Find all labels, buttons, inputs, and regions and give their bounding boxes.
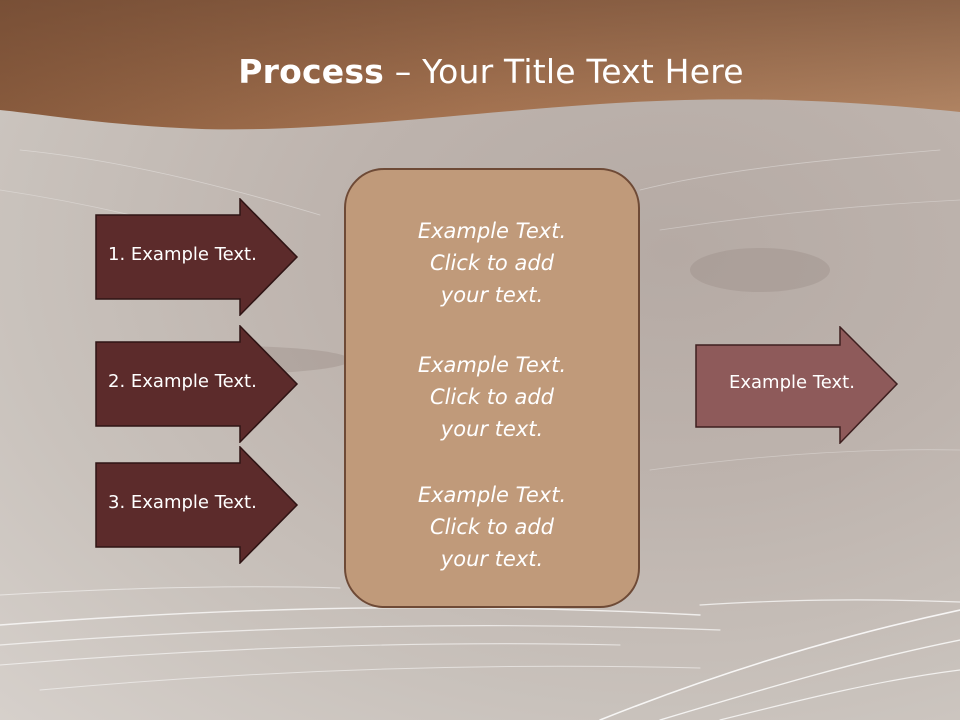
arrow-label: 2. Example Text.: [108, 371, 257, 392]
result-arrow[interactable]: Example Text.: [695, 326, 899, 444]
center-text-block-2: Example Text. Click to add your text.: [417, 353, 567, 441]
process-arrow-3[interactable]: 3. Example Text.: [95, 446, 299, 564]
process-arrow-1[interactable]: 1. Example Text.: [95, 198, 299, 316]
arrow-shape: [95, 446, 299, 564]
arrow-shape: [695, 326, 899, 444]
arrow-shape: [95, 325, 299, 443]
center-text-block-1: Example Text. Click to add your text.: [417, 219, 567, 307]
arrow-label: 1. Example Text.: [108, 244, 257, 265]
center-text-box[interactable]: Example Text. Click to add your text. Ex…: [344, 168, 640, 608]
arrow-shape: [95, 198, 299, 316]
arrow-label: Example Text.: [729, 372, 855, 393]
slide-title[interactable]: Process – Your Title Text Here: [238, 52, 744, 91]
center-text-block-3: Example Text. Click to add your text.: [417, 483, 567, 571]
process-arrow-2[interactable]: 2. Example Text.: [95, 325, 299, 443]
arrow-label: 3. Example Text.: [108, 492, 257, 513]
